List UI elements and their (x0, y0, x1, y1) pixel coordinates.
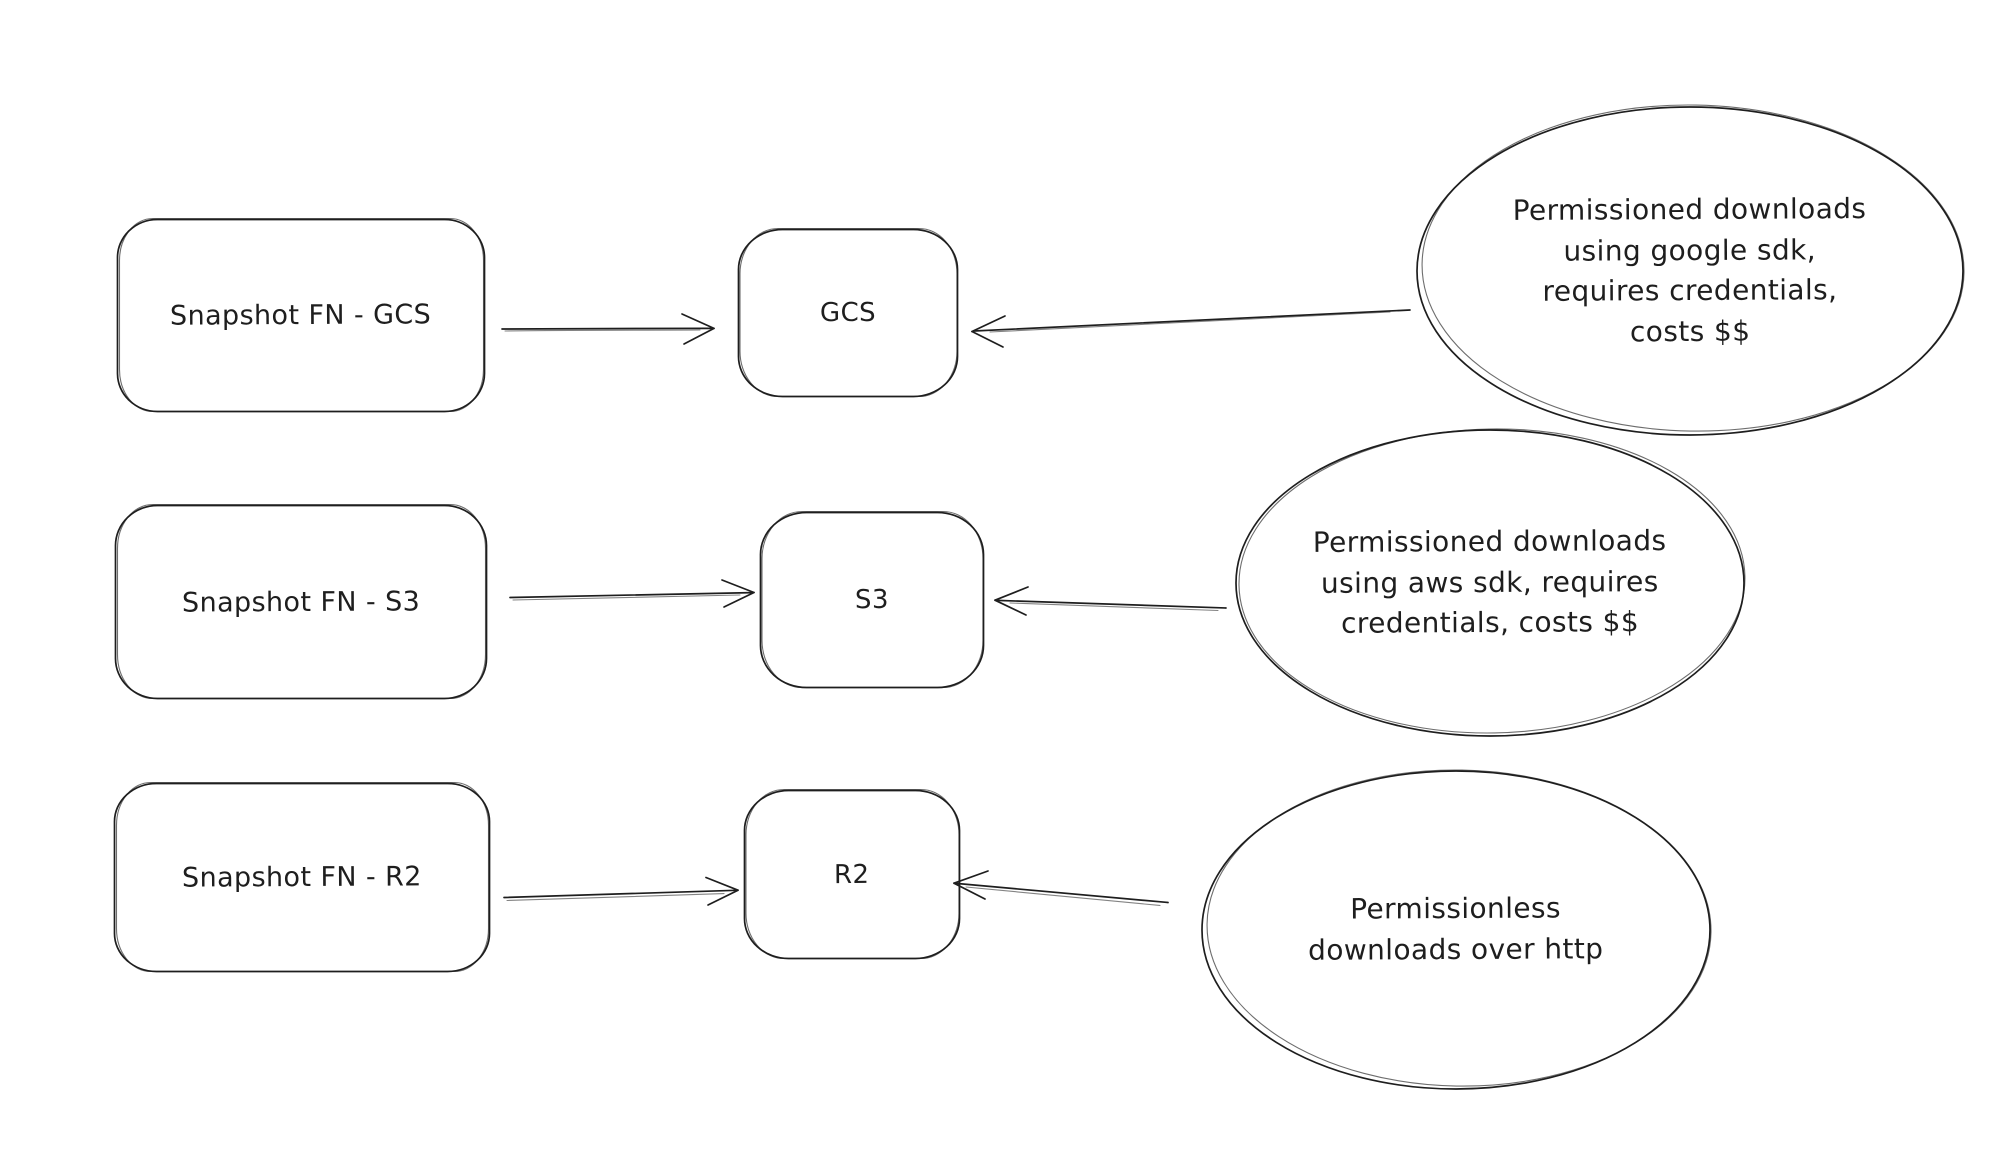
rounded-rect-shape (116, 217, 486, 413)
arrow-snapshot-s3-to-s3[interactable] (509, 579, 755, 608)
source-node-snapshot-gcs[interactable]: Snapshot FN - GCS (115, 217, 487, 414)
ellipse-shape (1235, 428, 1746, 737)
arrow-note-to-gcs[interactable] (971, 309, 1411, 348)
arrow-note-to-s3[interactable] (994, 586, 1227, 616)
arrow-snapshot-gcs-to-gcs[interactable] (501, 313, 715, 345)
source-node-snapshot-s3[interactable]: Snapshot FN - S3 (113, 503, 489, 701)
ellipse-shape (1416, 104, 1965, 436)
rounded-rect-shape (113, 781, 491, 973)
source-node-snapshot-r2[interactable]: Snapshot FN - R2 (112, 781, 492, 974)
rounded-rect-shape (737, 227, 959, 398)
target-node-gcs[interactable]: GCS (736, 227, 960, 399)
arrow-snapshot-r2-to-r2[interactable] (503, 876, 739, 906)
rounded-rect-shape (759, 510, 985, 689)
note-ellipse-gcs[interactable]: Permissioned downloads using google sdk,… (1413, 103, 1967, 439)
ellipse-shape (1201, 769, 1712, 1090)
rounded-rect-shape (114, 503, 488, 700)
arrow-note-to-r2[interactable] (953, 870, 1169, 907)
note-ellipse-r2[interactable]: Permissionless downloads over http (1198, 767, 1714, 1093)
note-ellipse-s3[interactable]: Permissioned downloads using aws sdk, re… (1232, 426, 1748, 740)
rounded-rect-shape (743, 788, 961, 960)
target-node-s3[interactable]: S3 (758, 510, 986, 690)
target-node-r2[interactable]: R2 (742, 788, 962, 961)
